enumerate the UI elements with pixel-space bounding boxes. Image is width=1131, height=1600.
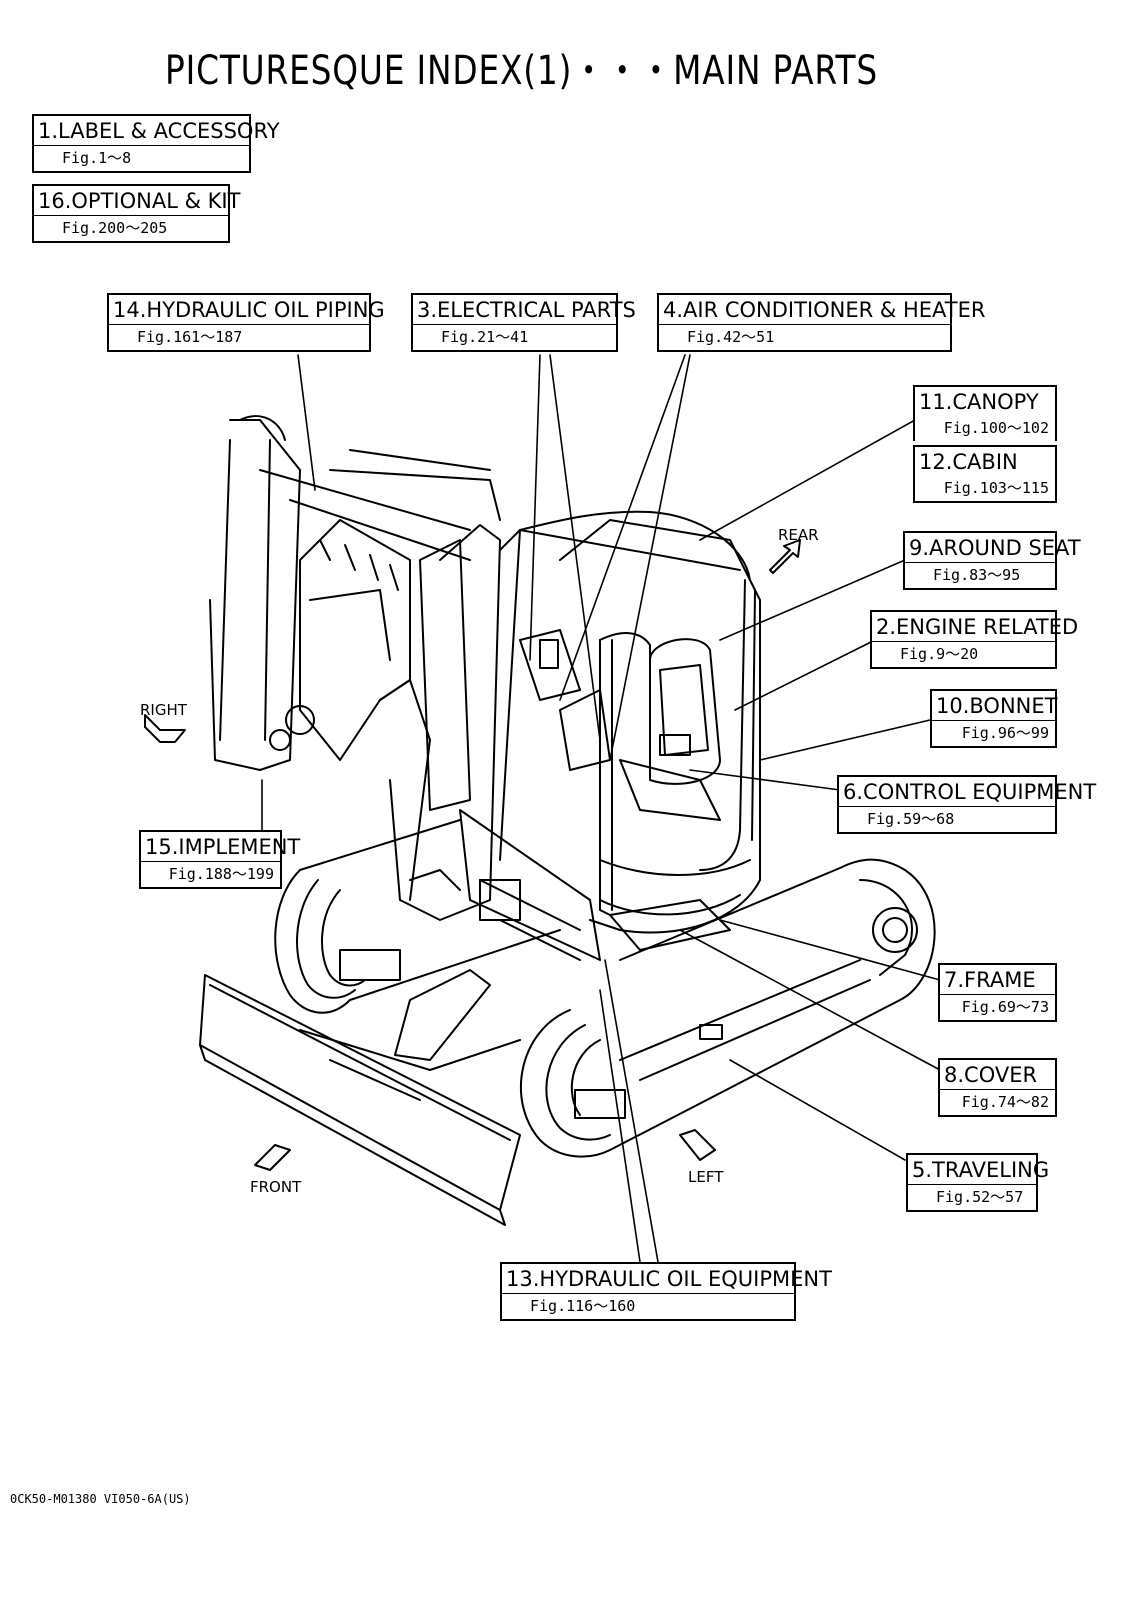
- callout-label-accessory[interactable]: 1.LABEL & ACCESSORY Fig.1～8: [32, 114, 280, 173]
- left-track: [519, 858, 936, 1158]
- direction-left-label: LEFT: [688, 1168, 724, 1186]
- callout-name: 9.AROUND SEAT: [905, 533, 1081, 563]
- callout-fig: Fig.100～102: [943, 419, 1049, 437]
- callout-cover[interactable]: 8.COVER Fig.74～82: [938, 1058, 1057, 1117]
- callout-name: 12.CABIN: [919, 450, 1018, 474]
- callout-air-conditioner[interactable]: 4.AIR CONDITIONER & HEATER Fig.42～51: [657, 293, 985, 352]
- leader-lines: [261, 354, 941, 1263]
- callout-optional-kit[interactable]: 16.OPTIONAL & KIT Fig.200～205: [32, 184, 240, 243]
- callout-fig: Fig.116～160: [530, 1297, 636, 1315]
- callout-implement[interactable]: 15.IMPLEMENT Fig.188～199: [139, 830, 300, 889]
- callout-name: 6.CONTROL EQUIPMENT: [839, 777, 1096, 807]
- callout-fig: Fig.188～199: [168, 865, 274, 883]
- callout-fig: Fig.52～57: [936, 1188, 1024, 1206]
- callout-fig: Fig.1～8: [62, 149, 132, 167]
- callout-electrical-parts[interactable]: 3.ELECTRICAL PARTS Fig.21～41: [411, 293, 636, 352]
- right-track: [274, 819, 561, 1014]
- callout-bonnet[interactable]: 10.BONNET Fig.96～99: [930, 689, 1057, 748]
- callout-fig: Fig.200～205: [62, 219, 168, 237]
- callout-canopy[interactable]: 11.CANOPY Fig.100～102: [913, 385, 1057, 441]
- callout-name: 4.AIR CONDITIONER & HEATER: [659, 295, 985, 325]
- callout-fig: Fig.103～115: [943, 479, 1049, 497]
- callout-hydraulic-oil-piping[interactable]: 14.HYDRAULIC OIL PIPING Fig.161～187: [107, 293, 385, 352]
- callout-fig: Fig.21～41: [441, 328, 529, 346]
- callout-fig: Fig.69～73: [961, 998, 1049, 1016]
- callout-name: 7.FRAME: [940, 965, 1055, 995]
- direction-rear-label: REAR: [778, 526, 819, 544]
- callout-name: 5.TRAVELING: [908, 1155, 1049, 1185]
- upper-structure: [459, 519, 761, 961]
- callout-fig: Fig.74～82: [961, 1093, 1049, 1111]
- callout-fig: Fig.161～187: [137, 328, 243, 346]
- direction-front-label: FRONT: [250, 1178, 302, 1196]
- dozer-blade: [199, 969, 521, 1226]
- callout-fig: Fig.9～20: [900, 645, 979, 663]
- callout-name: 11.CANOPY: [919, 390, 1039, 414]
- callout-name: 1.LABEL & ACCESSORY: [34, 116, 280, 146]
- callout-traveling[interactable]: 5.TRAVELING Fig.52～57: [906, 1153, 1049, 1212]
- callout-fig: Fig.42～51: [687, 328, 775, 346]
- callout-name: 2.ENGINE RELATED: [872, 612, 1078, 642]
- page-title: PICTURESQUE INDEX(1)・・・MAIN PARTS: [165, 48, 879, 94]
- callout-name: 10.BONNET: [932, 691, 1057, 721]
- callout-hydraulic-oil-equipment[interactable]: 13.HYDRAULIC OIL EQUIPMENT Fig.116～160: [500, 1262, 832, 1321]
- callout-fig: Fig.59～68: [867, 810, 955, 828]
- direction-arrows: [144, 539, 801, 1171]
- callout-fig: Fig.96～99: [961, 724, 1049, 742]
- arm-bucket: [209, 415, 501, 771]
- callout-control-equipment[interactable]: 6.CONTROL EQUIPMENT Fig.59～68: [837, 775, 1096, 834]
- callout-name: 14.HYDRAULIC OIL PIPING: [109, 295, 385, 325]
- callout-fig: Fig.83～95: [933, 566, 1021, 584]
- direction-right-label: RIGHT: [140, 701, 187, 719]
- callout-frame[interactable]: 7.FRAME Fig.69～73: [938, 963, 1057, 1022]
- callout-engine-related[interactable]: 2.ENGINE RELATED Fig.9～20: [870, 610, 1078, 669]
- callout-around-seat[interactable]: 9.AROUND SEAT Fig.83～95: [903, 531, 1081, 590]
- canopy-frame: [499, 510, 756, 916]
- callout-cabin[interactable]: 12.CABIN Fig.103～115: [913, 445, 1057, 503]
- callout-name: 3.ELECTRICAL PARTS: [413, 295, 636, 325]
- callout-name: 8.COVER: [940, 1060, 1055, 1090]
- callout-name: 16.OPTIONAL & KIT: [34, 186, 240, 216]
- document-code: 0CK50-M01380 VI050-6A(US): [10, 1492, 191, 1506]
- operator-seat: [519, 629, 721, 821]
- callout-name: 13.HYDRAULIC OIL EQUIPMENT: [502, 1264, 832, 1294]
- callout-name: 15.IMPLEMENT: [141, 832, 300, 862]
